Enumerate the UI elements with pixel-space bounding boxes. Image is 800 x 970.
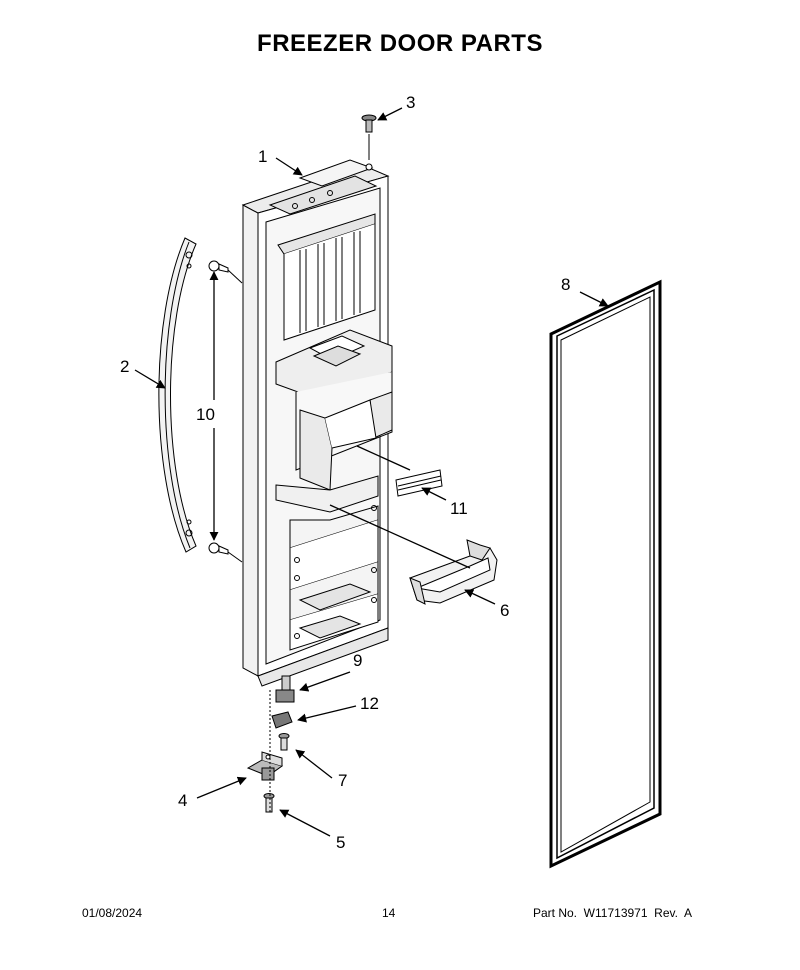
freezer-door-assembly (241, 159, 393, 687)
callout-4: 4 (178, 791, 187, 810)
shelf-trim (395, 469, 443, 497)
callout-6: 6 (500, 601, 509, 620)
callout-3: 3 (406, 93, 415, 112)
callout-10: 10 (196, 405, 215, 424)
page-title: FREEZER DOOR PARTS (257, 30, 543, 57)
callout-1: 1 (258, 147, 267, 166)
hinge-screw-upper (278, 733, 290, 751)
door-bin (409, 539, 498, 605)
door-gasket (549, 279, 662, 869)
footer-page-number: 14 (382, 906, 396, 920)
callout-9: 9 (353, 651, 362, 670)
callout-11: 11 (450, 499, 468, 518)
callout-5: 5 (336, 833, 345, 852)
callout-8: 8 (561, 275, 570, 294)
callout-7: 7 (338, 771, 347, 790)
callout-12: 12 (360, 694, 379, 713)
leader-lines (134, 107, 609, 837)
top-hinge-screw (361, 114, 377, 160)
footer-date: 01/08/2024 (82, 906, 143, 920)
hinge-cover (271, 711, 293, 729)
bottom-hinge-pin (275, 675, 295, 703)
door-handle (158, 237, 197, 553)
handle-mounting-screws (208, 260, 243, 563)
hinge-screw-lower (263, 793, 275, 813)
bottom-hinge (246, 751, 284, 781)
footer-part-number: Part No. W11713971 Rev. A (533, 906, 692, 920)
callout-2: 2 (120, 357, 129, 376)
